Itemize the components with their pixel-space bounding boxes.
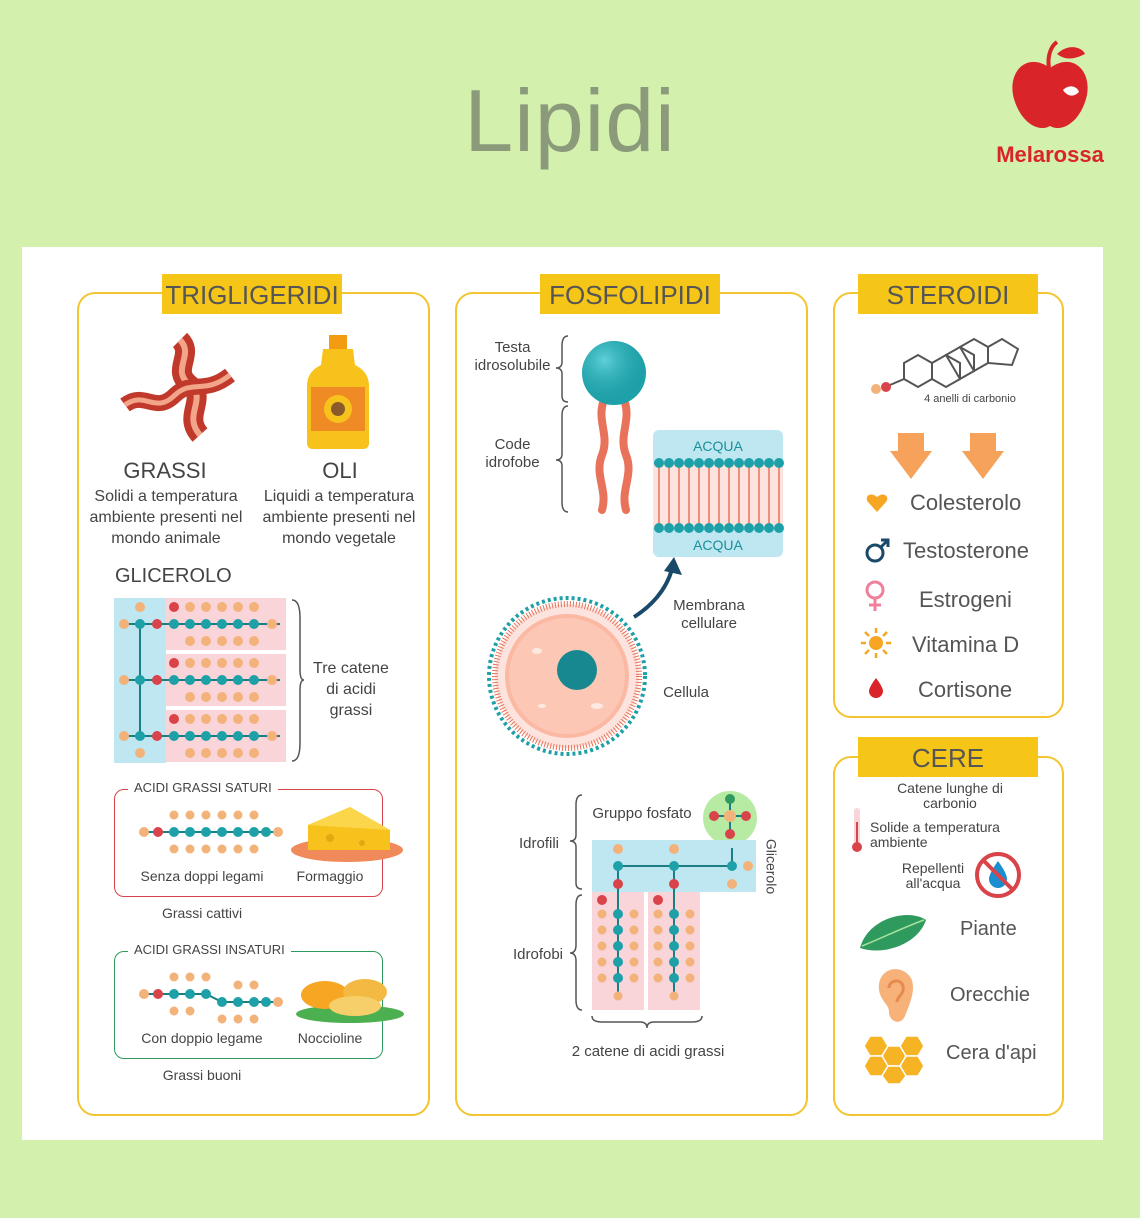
unsaturated-fatty-acid-molecule: [139, 972, 283, 1024]
code-label: Code idrofobe: [485, 436, 540, 471]
peanuts-icon: [296, 979, 404, 1023]
cere-item-label: Cera d'api: [946, 1042, 1037, 1064]
thermometer-icon: [852, 808, 862, 852]
insaturi-footer: Grassi buoni: [162, 1067, 242, 1083]
cheese-icon: [291, 807, 403, 862]
fosfolipidi-heading: FOSFOLIPIDI: [540, 274, 720, 314]
glicerolo-vertical-label: Glicerolo: [763, 838, 780, 895]
saturi-title: ACIDI GRASSI SATURI: [128, 780, 278, 795]
arrow-icon: [632, 557, 682, 619]
saturated-fatty-acid-molecule: [139, 810, 283, 854]
solide-label: Solide a temperatura ambiente: [870, 819, 1000, 850]
saturi-left-label: Senza doppi legami: [140, 868, 264, 884]
tre-catene-label: Tre catene di acidi grassi: [313, 660, 389, 719]
cell-diagram: [487, 596, 647, 756]
phospholipid-braces: [555, 335, 569, 513]
insaturi-title: ACIDI GRASSI INSATURI: [128, 942, 291, 957]
steroid-item-label: Cortisone: [918, 677, 1013, 702]
testa-label: Testa idrosolubile: [474, 339, 551, 374]
phosphate-group: [703, 791, 757, 845]
female-symbol-icon: [865, 580, 885, 611]
idrofobi-label: Idrofobi: [512, 946, 564, 963]
no-water-icon: [975, 852, 1021, 898]
saturi-right-label: Formaggio: [296, 868, 364, 884]
insaturi-left-label: Con doppio legame: [141, 1030, 263, 1046]
idrofili-idrofobi-braces: [569, 794, 583, 1011]
oli-title: OLI: [322, 458, 358, 483]
steroid-item-label: Estrogeni: [919, 587, 1012, 612]
saturi-footer: Grassi cattivi: [161, 905, 243, 921]
down-arrows-icon: [890, 433, 1004, 479]
glicerolo-label: GLICEROLO: [115, 565, 232, 587]
brace-icon: [291, 599, 305, 762]
cellula-label: Cellula: [663, 684, 709, 701]
oli-description: Liquidi a temperatura ambiente presenti …: [262, 488, 416, 547]
heart-icon: [866, 494, 888, 512]
melarossa-logo: Melarossa: [985, 40, 1115, 170]
lipid-bilayer: [653, 458, 784, 533]
page-title: Lipidi: [464, 71, 676, 170]
repellenti-label: Repellenti all'acqua: [901, 860, 965, 891]
steroid-item-label: Vitamina D: [912, 632, 1020, 657]
leaf-icon: [860, 915, 926, 951]
idrofili-label: Idrofili: [518, 835, 559, 852]
insaturi-right-label: Noccioline: [297, 1030, 363, 1046]
grassi-title: GRASSI: [123, 458, 207, 483]
acqua-bottom-label: ACQUA: [693, 537, 743, 553]
brand-name: Melarossa: [996, 142, 1104, 167]
chains-brace: [591, 1015, 703, 1029]
steroid-item-label: Colesterolo: [910, 490, 1022, 515]
trigliceridi-heading: TRIGLIGERIDI: [162, 274, 342, 314]
drop-icon: [869, 678, 883, 698]
bacon-icon: [120, 332, 235, 442]
due-catene-label: 2 catene di acidi grassi: [571, 1043, 725, 1060]
acqua-top-label: ACQUA: [693, 438, 743, 454]
gruppo-fosfato-label: Gruppo fosfato: [592, 805, 692, 822]
catene-label: Catene lunghe di carbonio: [897, 780, 1003, 811]
phospholipid-structure: [597, 844, 753, 1001]
triglyceride-molecule: [119, 602, 280, 758]
cere-heading: CERE: [858, 737, 1038, 777]
cere-item-label: Piante: [960, 918, 1017, 940]
grassi-description: Solidi a temperatura ambiente presenti n…: [89, 488, 243, 547]
phospholipid-molecule: [582, 341, 646, 514]
ear-icon: [878, 969, 913, 1022]
steroid-item-label: Testosterone: [903, 538, 1029, 563]
sun-icon: [861, 628, 891, 658]
oil-bottle-icon: [307, 335, 369, 449]
steroidi-heading: STEROIDI: [858, 274, 1038, 314]
male-symbol-icon: [865, 538, 890, 563]
apple-logo-icon: [1012, 40, 1088, 129]
cere-item-label: Orecchie: [950, 984, 1031, 1006]
anelli-label: 4 anelli di carbonio: [905, 391, 1035, 407]
honeycomb-icon: [863, 1035, 925, 1085]
membrana-label: Membrana cellulare: [673, 597, 745, 632]
